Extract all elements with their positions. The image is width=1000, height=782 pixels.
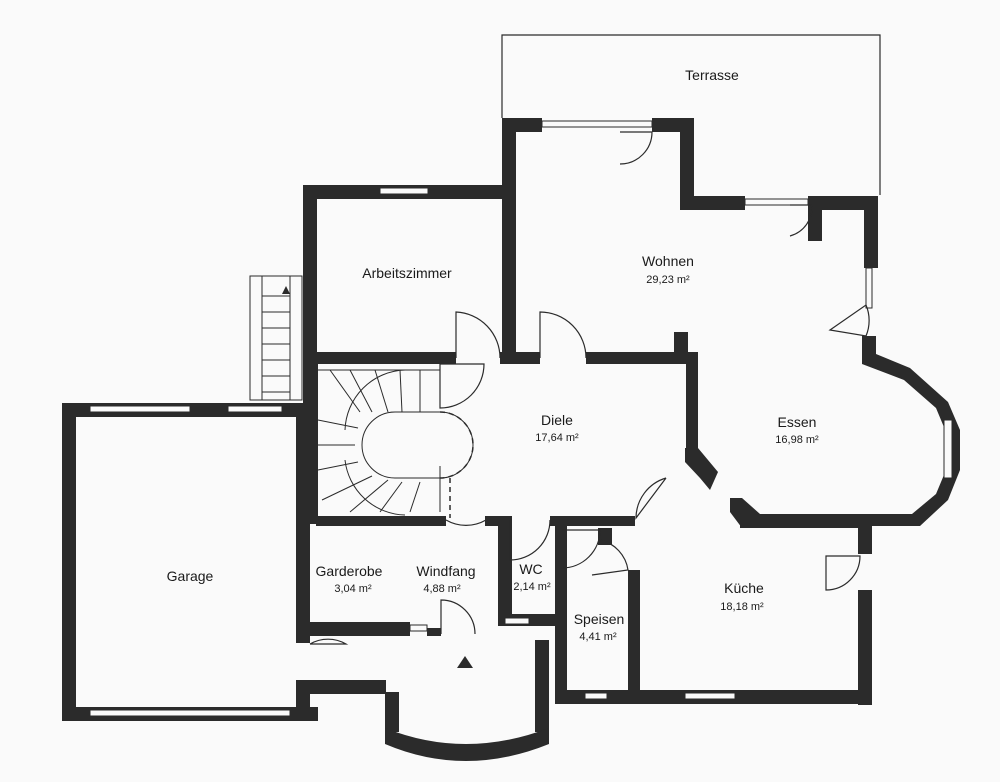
room-arbeitszimmer-name: Arbeitszimmer xyxy=(362,265,452,281)
staircase xyxy=(249,275,474,518)
room-essen-name: Essen xyxy=(778,414,817,430)
room-garderobe-area: 3,04 m² xyxy=(334,583,372,595)
room-kueche-name: Küche xyxy=(724,580,764,596)
room-wohnen-area: 29,23 m² xyxy=(646,274,690,286)
room-windfang-area: 4,88 m² xyxy=(423,583,461,595)
walls xyxy=(62,118,960,761)
room-wc-name: WC xyxy=(519,561,542,577)
room-speisen-area: 4,41 m² xyxy=(579,631,617,643)
entrance-arrow-icon xyxy=(457,656,473,668)
windows xyxy=(89,120,953,717)
room-terrasse-name: Terrasse xyxy=(685,67,739,83)
room-diele-area: 17,64 m² xyxy=(535,432,579,444)
room-windfang-name: Windfang xyxy=(416,563,475,579)
doors xyxy=(309,131,870,645)
terrace-outline xyxy=(501,34,881,195)
room-diele-name: Diele xyxy=(541,412,573,428)
room-essen-area: 16,98 m² xyxy=(775,434,819,446)
room-speisen-name: Speisen xyxy=(574,611,625,627)
room-garage-name: Garage xyxy=(167,568,214,584)
room-kueche-area: 18,18 m² xyxy=(720,601,764,613)
room-garderobe-name: Garderobe xyxy=(316,563,383,579)
room-wohnen-name: Wohnen xyxy=(642,253,694,269)
room-wc-area: 2,14 m² xyxy=(513,581,551,593)
